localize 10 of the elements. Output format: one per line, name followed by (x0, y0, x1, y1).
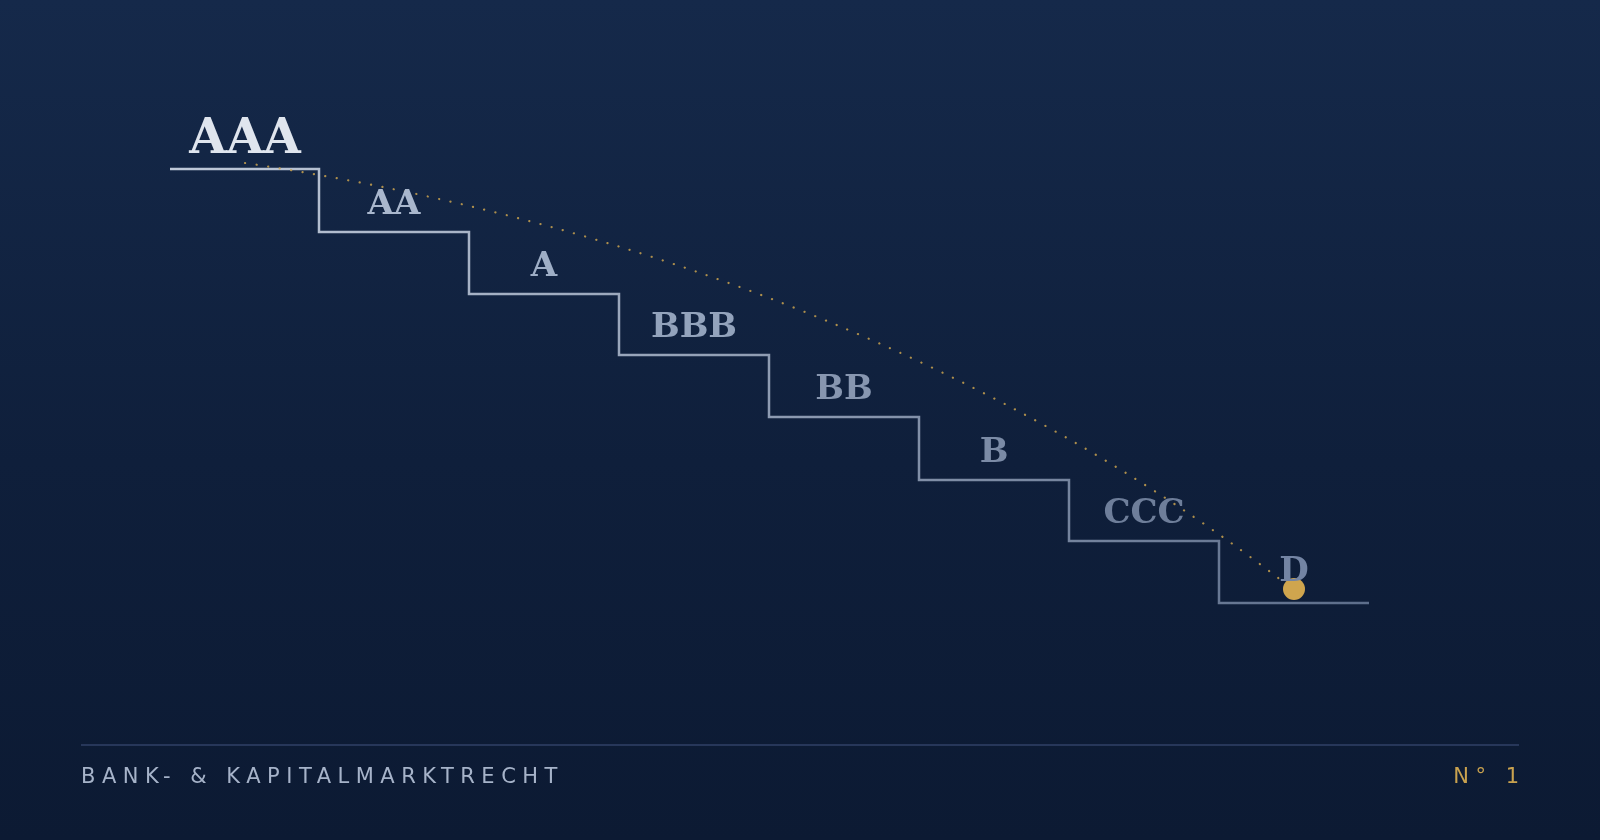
rating-label: BB (815, 370, 873, 405)
rating-label: D (1279, 552, 1309, 587)
rating-label: CCC (1103, 494, 1185, 529)
rating-label: BBB (650, 308, 738, 343)
footer-title: BANK- & KAPITALMARKTRECHT (81, 766, 564, 788)
issue-number: N° 1 (1453, 766, 1526, 788)
rating-label: A (530, 247, 558, 282)
rating-label: AAA (189, 112, 301, 161)
rating-label: B (979, 433, 1009, 468)
rating-label: AA (367, 185, 421, 220)
